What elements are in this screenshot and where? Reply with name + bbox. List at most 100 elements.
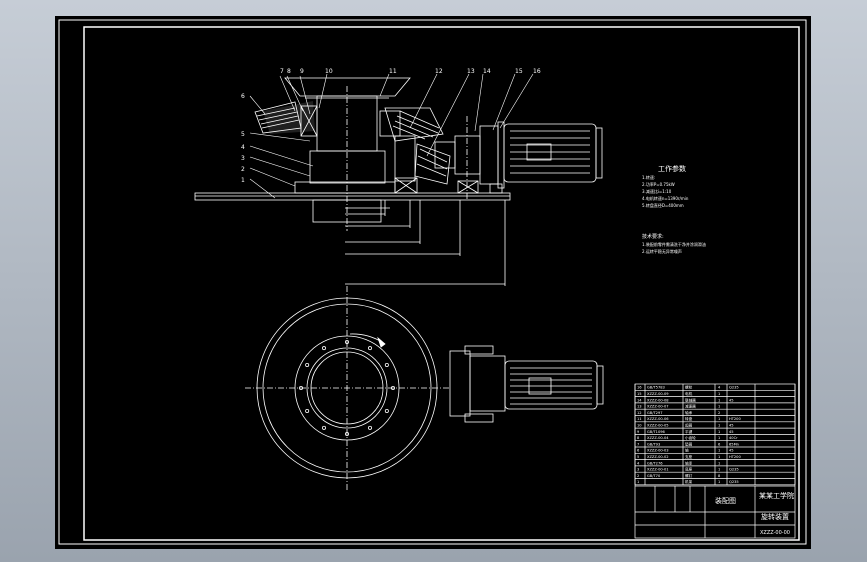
bolt-hole	[390, 385, 395, 390]
req-line-2: 2.运转平稳无异常噪声	[642, 248, 682, 254]
bom-cell: 2	[637, 474, 639, 478]
bom-cell: 65Mn	[729, 442, 739, 446]
bom-cell: 1	[718, 424, 720, 428]
bom-cell: XZZZ-00-08	[647, 398, 669, 402]
part-no-10: 10	[325, 68, 333, 75]
part-no-4: 4	[241, 144, 245, 151]
bom-cell: 16	[637, 386, 642, 390]
part-number-labels: 7 8 9 10 11 12 13 14 15 16 6 5 4 3 2 1	[241, 68, 541, 184]
drawing-name: 旋转装置	[761, 512, 789, 521]
part-no-5: 5	[241, 131, 245, 138]
bolt-hole	[367, 425, 372, 430]
bom-cell: 8	[637, 436, 640, 440]
bolt-hole	[321, 346, 326, 351]
tech-line-1: 1.转速:	[642, 174, 655, 180]
part-no-16: 16	[533, 68, 541, 75]
bom-cell: 45	[729, 424, 734, 428]
bom-cell: 底座	[685, 467, 693, 472]
bolt-hole	[344, 431, 349, 436]
inner-border	[83, 26, 800, 541]
bom-cell: 13	[637, 405, 642, 409]
part-no-3: 3	[241, 155, 245, 162]
bom-cell: XZZZ-00-04	[647, 436, 669, 440]
bom-cell: 12	[637, 411, 642, 415]
part-no-8: 8	[287, 68, 291, 75]
bom-cell: 转盘	[685, 416, 693, 421]
drawing-sheet: 7 8 9 10 11 12 13 14 15 16 6 5 4 3 2 1 工…	[55, 16, 811, 549]
part-no-2: 2	[241, 166, 245, 173]
tech-line-5: 5.转盘直径D=400mm	[642, 202, 684, 208]
bom-cell: 螺栓	[685, 385, 693, 390]
bom-cell: 9	[637, 430, 640, 434]
bom-cell: 1	[718, 468, 720, 472]
bom-cell: 垫圈	[685, 441, 693, 446]
bom-cell: Q235	[729, 386, 739, 390]
bom-cell: 平键	[685, 429, 693, 434]
bom-cell: XZZZ-00-02	[647, 455, 669, 459]
bom-cell: 轴承	[685, 460, 693, 465]
drawing-number: XZZZ-00-00	[760, 530, 790, 536]
bom-cell: XZZZ-00-09	[647, 392, 669, 396]
bom-cell: 轴承	[685, 410, 693, 415]
bom-cell: XZZZ-00-06	[647, 417, 669, 421]
bom-cell: HT200	[729, 417, 741, 421]
bom-cell: 4	[718, 386, 721, 390]
bolt-hole	[298, 385, 303, 390]
bom-cell: 45	[729, 398, 734, 402]
tech-title: 工作参数	[658, 164, 686, 173]
bom-cell: 1	[718, 430, 720, 434]
bom-cell: 机架	[685, 479, 693, 484]
req-line-1: 1.装配前零件需清洗干净并涂润滑油	[642, 241, 706, 247]
bom-cell: 4	[637, 461, 640, 465]
bom-cell: 1	[718, 449, 720, 453]
bom-cell: 电机	[685, 391, 693, 396]
bom-cell: 6	[718, 442, 721, 446]
cad-drawing: 7 8 9 10 11 12 13 14 15 16 6 5 4 3 2 1 工…	[58, 19, 807, 545]
bom-cell: 1	[718, 417, 720, 421]
drawing-label: 装配图	[715, 496, 736, 505]
tech-line-2: 2.功率P=0.75kW	[642, 181, 675, 187]
bom-cell: Q235	[729, 468, 739, 472]
tech-line-4: 4.电机转速n=1390r/min	[642, 195, 689, 201]
tech-parameters: 工作参数 1.转速: 2.功率P=0.75kW 3.减速比i=1:10 4.电机…	[642, 164, 706, 254]
bolt-hole	[384, 362, 389, 367]
bom-cell: GB/T5783	[647, 386, 665, 390]
bom-cell: 1	[718, 455, 720, 459]
bom-cell: 8	[718, 474, 721, 478]
tech-line-3: 3.减速比i=1:10	[642, 188, 672, 194]
bom-cell: GB/T70	[647, 474, 661, 478]
bom-cell: GB/T93	[647, 442, 660, 446]
bolt-hole	[367, 346, 372, 351]
bom-cell: XZZZ-00-05	[647, 424, 669, 428]
bom-cell: 轴	[685, 448, 689, 453]
leader-lines	[249, 73, 534, 199]
bolt-hole	[305, 408, 310, 413]
part-no-9: 9	[300, 68, 304, 75]
part-no-6: 6	[241, 93, 245, 100]
bom-cell: 支座	[685, 454, 693, 459]
part-no-11: 11	[389, 68, 397, 75]
bom-cell: 1	[718, 405, 720, 409]
bom-cell: 联轴器	[685, 397, 696, 402]
part-no-14: 14	[483, 68, 491, 75]
bom-cell: 45	[729, 449, 734, 453]
bom-cell: 1	[718, 480, 720, 484]
bom-cell: 5	[637, 455, 639, 459]
bom-cell: 3	[637, 468, 639, 472]
front-section-view	[194, 77, 603, 286]
part-no-7: 7	[280, 68, 284, 75]
bom-cell: XZZZ-00-01	[647, 468, 669, 472]
bom-cell: 10	[637, 424, 642, 428]
bom-cell: 齿圈	[685, 423, 693, 428]
bom-cell: 1	[718, 398, 720, 402]
top-plan-view	[245, 286, 604, 491]
bom-cell: 螺钉	[685, 473, 693, 478]
req-title: 技术要求:	[642, 233, 664, 240]
bom-cell: GB/T1096	[647, 430, 666, 434]
bom-cell: 6	[637, 449, 640, 453]
bolt-hole	[305, 362, 310, 367]
bom-cell: GB/T276	[647, 461, 663, 465]
bom-cell: 减速器	[685, 404, 696, 409]
bom-cell: 11	[637, 417, 642, 421]
